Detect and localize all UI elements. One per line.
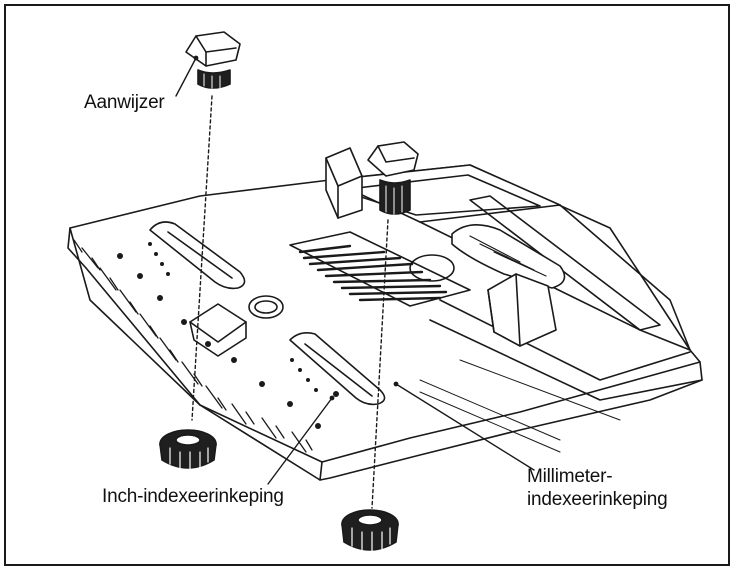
knob-bottom-left (159, 429, 217, 471)
inch-notch-label: Inch-indexeerinkeping (102, 486, 284, 507)
assembly-lines (191, 95, 389, 509)
pointer-knob-top (185, 31, 241, 89)
inch-scale (73, 239, 313, 453)
pointer-label: Aanwijzer (84, 92, 165, 113)
leader-lines (175, 57, 535, 485)
scale-dots (117, 242, 339, 429)
mm-notch-label-line2: indexeerinkeping (527, 489, 668, 510)
pointer-knob-installed (367, 141, 419, 215)
mm-notch-label-line1: Millimeter- (527, 466, 613, 487)
knob-bottom-center (341, 509, 399, 553)
guide-plate (67, 147, 703, 481)
